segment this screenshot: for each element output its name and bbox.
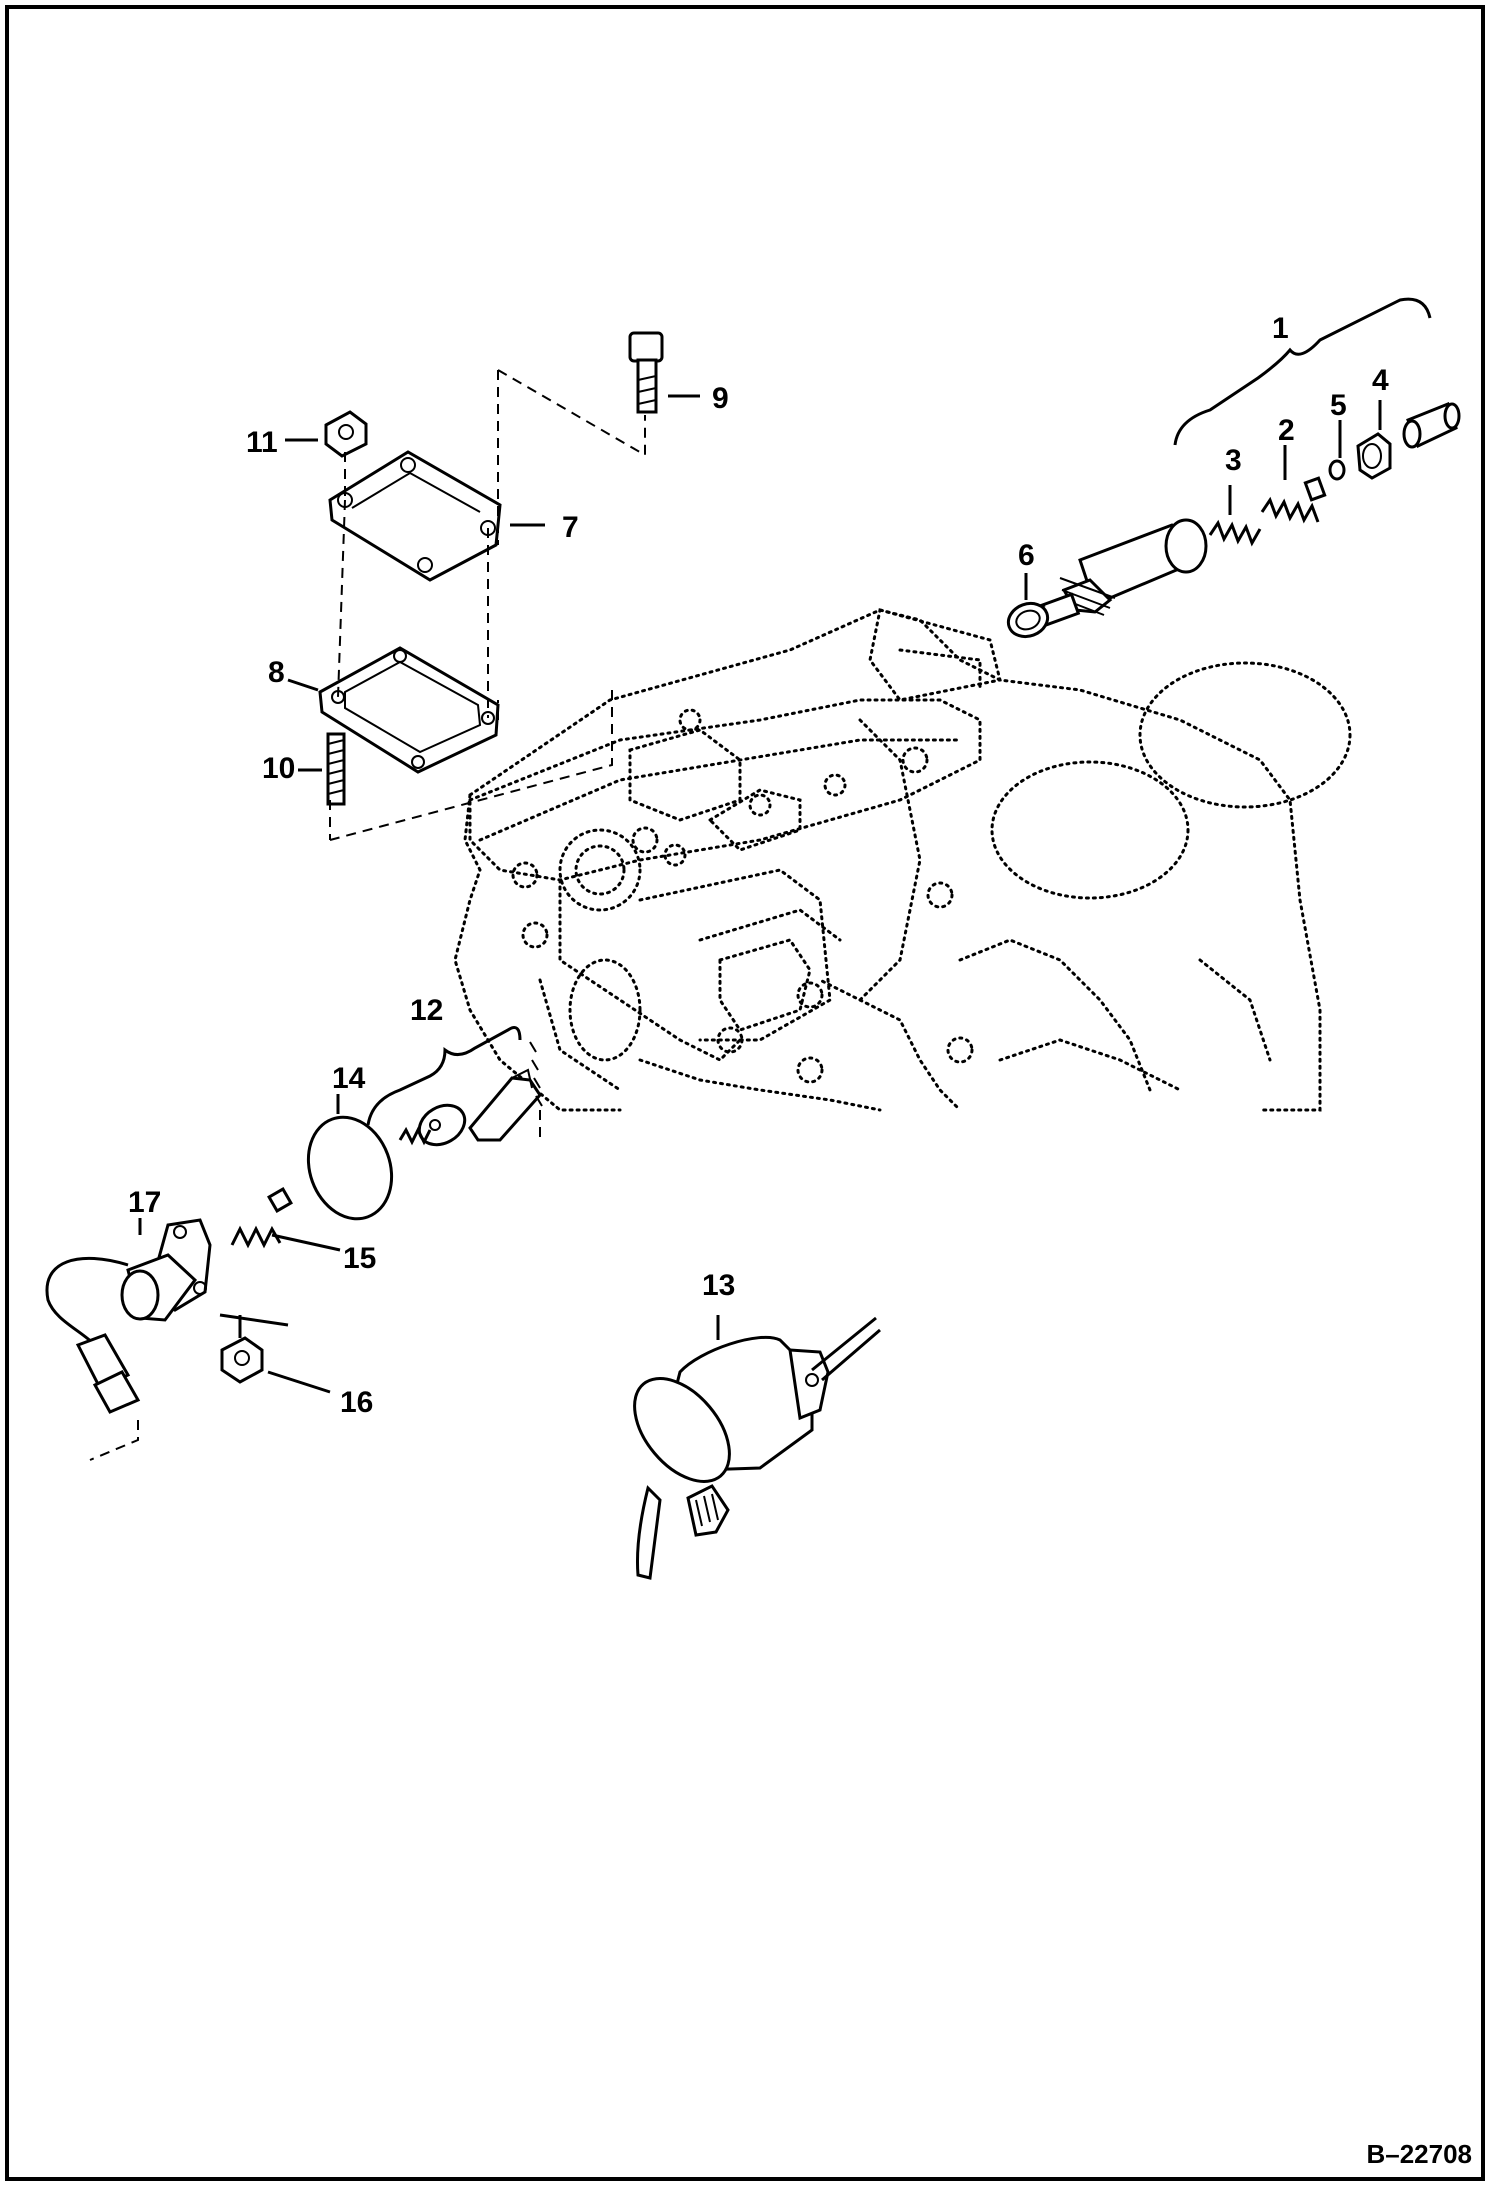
part-5-o-ring <box>1328 420 1346 481</box>
part-15-spring <box>230 1187 341 1252</box>
callout-9: 9 <box>712 382 729 415</box>
cover-assembly-guides <box>329 369 646 841</box>
callout-13: 13 <box>702 1269 735 1302</box>
callout-17: 17 <box>128 1186 161 1219</box>
part-10-stud <box>298 732 346 806</box>
figure-reference-code: B–22708 <box>1366 2139 1472 2169</box>
callout-11: 11 <box>246 426 278 459</box>
callout-12: 12 <box>410 994 443 1027</box>
callout-1: 1 <box>1272 312 1289 345</box>
part-2-spring <box>1260 445 1327 524</box>
callout-5: 5 <box>1330 389 1347 422</box>
engine-block-outline <box>453 608 1352 1112</box>
part-4-plug <box>1356 400 1461 480</box>
callout-3: 3 <box>1225 444 1242 477</box>
callout-16: 16 <box>340 1386 373 1419</box>
callout-4: 4 <box>1372 364 1389 397</box>
callout-2: 2 <box>1278 414 1295 447</box>
part-9-bolt <box>628 331 700 414</box>
callout-10: 10 <box>262 752 295 785</box>
part-17-solenoid <box>45 1218 212 1461</box>
part-7-cover-plate <box>328 450 545 582</box>
callout-14: 14 <box>332 1062 366 1095</box>
callout-7: 7 <box>562 511 579 544</box>
callout-15: 15 <box>343 1242 376 1275</box>
part-16-nut <box>219 1313 331 1394</box>
part-3-spring <box>1208 485 1262 547</box>
part-13-stop-solenoid <box>633 1315 881 1580</box>
part-12-shaft <box>366 1026 543 1147</box>
callout-8: 8 <box>268 656 285 689</box>
callout-labels: 1 2 3 4 5 6 7 8 9 10 11 12 13 14 15 16 1… <box>128 312 1389 1419</box>
part-6-snap-ring <box>1006 573 1050 639</box>
drawing-frame <box>5 5 1485 2181</box>
part-8-gasket <box>287 646 500 774</box>
part-14-o-ring <box>306 1094 394 1221</box>
part-11-nut <box>285 410 368 458</box>
callout-6: 6 <box>1018 539 1035 572</box>
